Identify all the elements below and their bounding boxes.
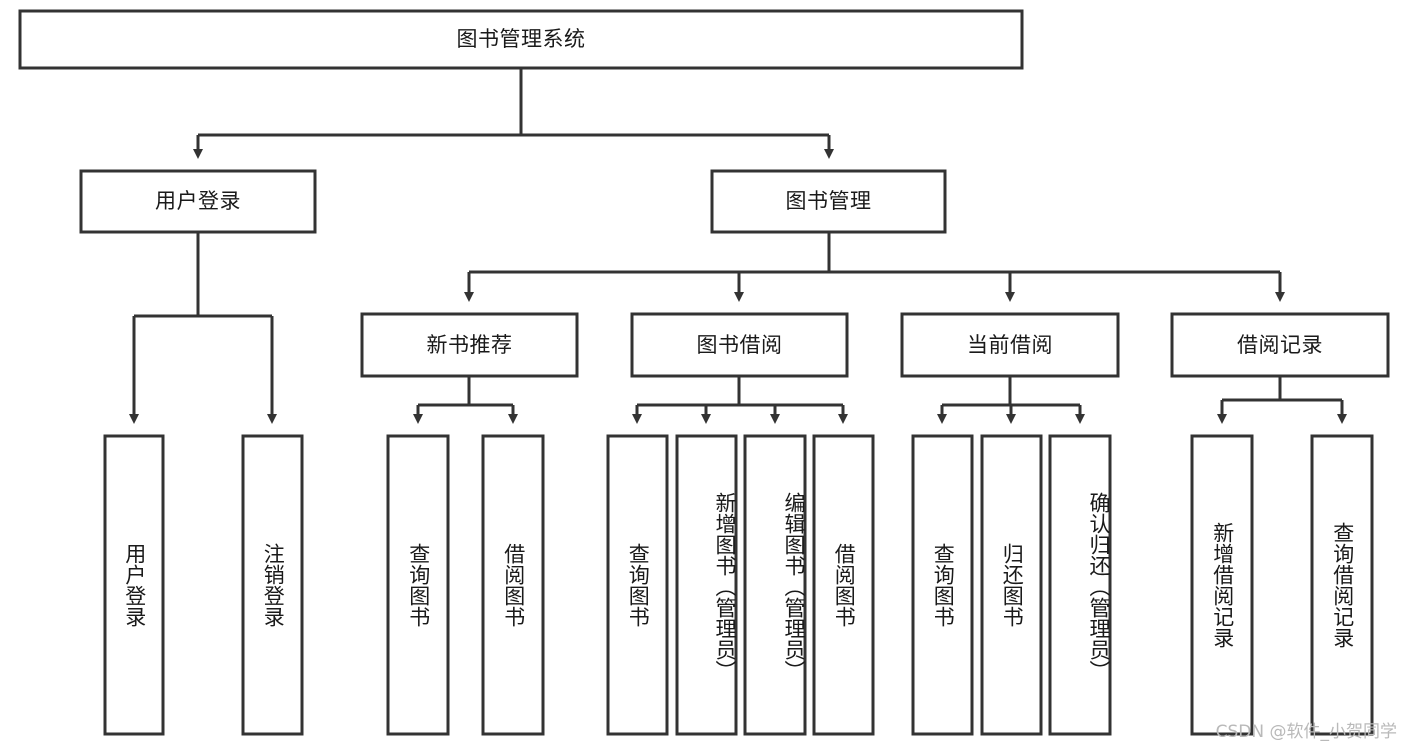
node-label-borrow-record: 借阅记录 — [1237, 332, 1323, 357]
node-box-leaf-query-book-borrow[interactable] — [606, 434, 669, 736]
node-label-new-book-recommend: 新书推荐 — [426, 332, 513, 357]
node-label-leaf-add-book-admin: 新增图书（管理员） — [713, 491, 736, 681]
node-box-book-manage[interactable] — [710, 169, 947, 234]
node-label-book-borrow: 图书借阅 — [696, 332, 783, 357]
node-box-leaf-query-borrow-record[interactable] — [1310, 434, 1374, 736]
node-box-borrow-record[interactable] — [1170, 312, 1390, 378]
connector-user-login-to-leaves — [129, 232, 277, 424]
node-box-leaf-query-book-cur[interactable] — [911, 434, 974, 736]
node-label-book-manage: 图书管理 — [785, 189, 872, 213]
node-box-leaf-borrow-book-rec[interactable] — [481, 434, 545, 736]
node-box-new-book-recommend[interactable] — [360, 312, 579, 378]
node-label-leaf-query-book-cur: 查询图书 — [931, 543, 956, 627]
node-box-current-borrow[interactable] — [900, 312, 1120, 378]
node-box-leaf-confirm-return-admin[interactable] — [1048, 434, 1112, 736]
node-box-book-borrow[interactable] — [630, 312, 849, 378]
node-label-leaf-query-book-borrow: 查询图书 — [626, 543, 651, 627]
node-box-leaf-edit-book-admin[interactable] — [743, 434, 807, 736]
node-box-leaf-user-login[interactable] — [103, 434, 165, 736]
node-box-leaf-borrow-book[interactable] — [812, 434, 875, 736]
node-label-leaf-query-borrow-record: 查询借阅记录 — [1330, 522, 1355, 648]
node-label-leaf-user-login: 用户登录 — [122, 543, 147, 627]
connector-book-borrow-to-leaves — [632, 376, 848, 424]
node-label-leaf-return-book: 归还图书 — [1000, 543, 1025, 627]
node-label-leaf-user-logout: 注销登录 — [261, 543, 286, 627]
connector-root-to-level2 — [193, 68, 834, 159]
connector-current-borrow-to-leaves — [937, 376, 1085, 424]
node-label-leaf-borrow-book-rec: 借阅图书 — [501, 543, 526, 627]
node-box-leaf-query-book-rec[interactable] — [386, 434, 450, 736]
node-label-root: 图书管理系统 — [456, 27, 586, 51]
node-label-leaf-borrow-book: 借阅图书 — [832, 543, 857, 627]
node-label-leaf-confirm-return-admin: 确认归还（管理员） — [1087, 491, 1110, 681]
csdn-watermark: CSDN @软件_小贺同学 — [1215, 722, 1397, 742]
node-label-leaf-query-book-rec: 查询图书 — [406, 543, 431, 627]
connector-book-manage-to-level3 — [464, 232, 1285, 302]
node-box-leaf-user-logout[interactable] — [241, 434, 304, 736]
node-label-leaf-add-borrow-record: 新增借阅记录 — [1210, 522, 1235, 648]
node-label-user-login: 用户登录 — [155, 189, 241, 213]
node-box-leaf-return-book[interactable] — [980, 434, 1043, 736]
connector-new-book-recommend-to-leaves — [413, 376, 518, 424]
node-box-leaf-add-book-admin[interactable] — [675, 434, 738, 736]
node-box-root[interactable] — [18, 9, 1024, 70]
node-label-leaf-edit-book-admin: 编辑图书（管理员） — [782, 491, 805, 681]
connector-borrow-record-to-leaves — [1217, 376, 1347, 424]
node-box-user-login[interactable] — [79, 169, 317, 234]
node-label-current-borrow: 当前借阅 — [967, 332, 1053, 357]
node-box-leaf-add-borrow-record[interactable] — [1190, 434, 1254, 736]
